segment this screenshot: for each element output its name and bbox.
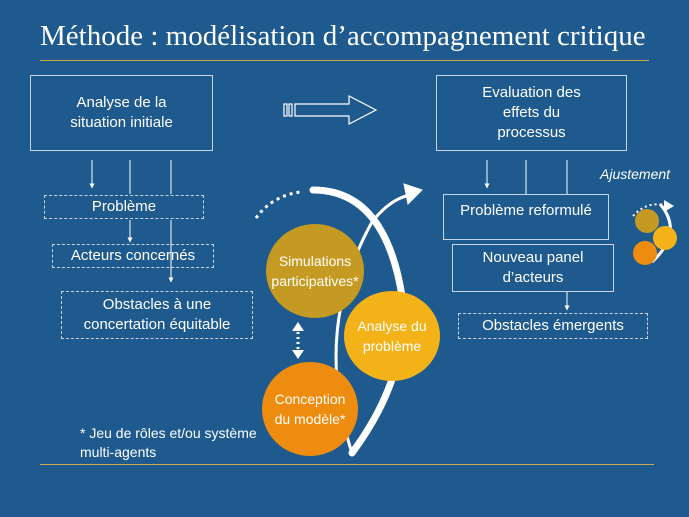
title-rule (40, 60, 649, 61)
conception-circle: Conception du modèle* (262, 362, 358, 456)
probleme-reformule-box: Problème reformulé (443, 194, 609, 240)
obstacles-emergents-box: Obstacles émergents (458, 313, 648, 339)
footnote: * Jeu de rôles et/ou système multi-agent… (80, 425, 257, 460)
right-connectors (484, 160, 570, 311)
nouveau-panel-box: Nouveau panel d’acteurs (452, 244, 614, 292)
obstacles-box: Obstacles à une concertation équitable (61, 291, 253, 339)
left-connectors (89, 160, 174, 283)
initial-analysis-box: Analyse de la situation initiale (30, 75, 213, 151)
probleme-box: Problème (44, 195, 204, 219)
analyse-circle: Analyse du problème (344, 291, 440, 381)
acteurs-box: Acteurs concernés (52, 244, 214, 268)
double-arrow-icon (292, 322, 304, 359)
bottom-rule (40, 464, 654, 465)
ajustement-label: Ajustement (600, 166, 671, 182)
process-arrow-icon (283, 95, 378, 125)
slide-title: Méthode : modélisation d’accompagnement … (40, 20, 646, 52)
simulations-circle: Simulations participatives* (266, 224, 364, 318)
ajustement-icon (632, 200, 677, 265)
evaluation-box: Evaluation des effets du processus (436, 75, 627, 151)
